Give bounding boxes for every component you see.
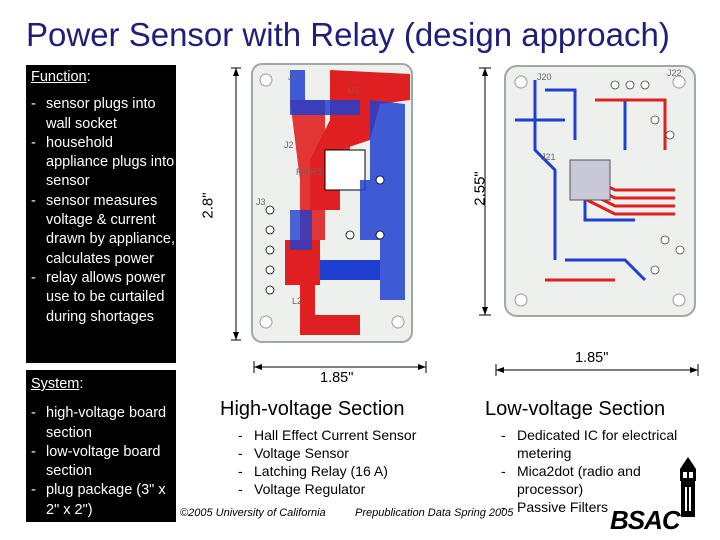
list-item: relay allows power use to be curtailed d…	[31, 269, 176, 327]
silk-label-j2: J2	[284, 140, 294, 150]
function-colon: :	[86, 69, 91, 85]
system-heading: System	[31, 376, 80, 392]
high-voltage-heading: High-voltage Section	[220, 398, 405, 420]
footer-note: Prepublication Data Spring 2005	[355, 507, 514, 519]
lv-width-label: 1.85"	[575, 350, 609, 366]
silk-label-j3: J3	[256, 197, 266, 207]
function-panel: Function: sensor plugs into wall socket …	[26, 65, 176, 363]
silk-label-j1: J1	[288, 72, 298, 82]
low-voltage-pcb-image: J20 J22 J21	[479, 65, 696, 317]
silk-label-j22: J22	[667, 68, 682, 78]
list-item: sensor measures voltage & current drawn …	[31, 192, 176, 269]
list-item: low-voltage board section	[31, 443, 176, 482]
hv-height-label: 2.8"	[199, 192, 217, 219]
dimension-line-vertical-lv	[479, 67, 491, 316]
list-item: Dedicated IC for electrical metering	[499, 426, 699, 462]
footer-copyright: ©2005 University of California	[180, 507, 326, 519]
list-item: Latching Relay (16 A)	[236, 462, 466, 480]
silk-label-j20: J20	[537, 72, 552, 82]
list-item: household appliance plugs into sensor	[31, 134, 176, 192]
campanile-tower-icon	[680, 457, 696, 517]
dimension-line-vertical-hv	[231, 67, 241, 341]
hv-width-label: 1.85"	[320, 370, 354, 386]
list-item: plug package (3" x 2" x 2")	[31, 481, 176, 520]
bsac-logo: BSAC	[610, 505, 681, 535]
slide-title: Power Sensor with Relay (design approach…	[26, 16, 670, 53]
dimension-line-horizontal-hv	[253, 361, 427, 373]
system-list: high-voltage board section low-voltage b…	[31, 404, 176, 520]
system-colon: :	[79, 376, 84, 392]
high-voltage-pcb-image: J1 U1 J2 R4 R3 J3 L2	[231, 63, 413, 343]
high-voltage-list: Hall Effect Current Sensor Voltage Senso…	[236, 426, 466, 498]
dimension-line-horizontal-lv	[495, 364, 699, 376]
list-item: Voltage Regulator	[236, 480, 466, 498]
silk-label-j21: J21	[541, 152, 556, 162]
list-item: Passive Filters	[499, 498, 699, 516]
low-voltage-heading: Low-voltage Section	[485, 398, 666, 420]
system-panel: System: high-voltage board section low-v…	[26, 370, 176, 522]
low-voltage-list: Dedicated IC for electrical metering Mic…	[499, 426, 699, 516]
silk-label-l2: L2	[292, 296, 302, 306]
silk-label-u1: U1	[348, 85, 360, 95]
list-item: Voltage Sensor	[236, 444, 466, 462]
lv-height-label: 2.55"	[471, 171, 489, 206]
function-list: sensor plugs into wall socket household …	[31, 95, 176, 327]
list-item: sensor plugs into wall socket	[31, 95, 176, 134]
list-item: Hall Effect Current Sensor	[236, 426, 466, 444]
function-heading: Function	[31, 69, 87, 85]
list-item: high-voltage board section	[31, 404, 176, 443]
silk-label-r4-r3: R4 R3	[296, 167, 322, 177]
list-item: Mica2dot (radio and processor)	[499, 462, 699, 498]
